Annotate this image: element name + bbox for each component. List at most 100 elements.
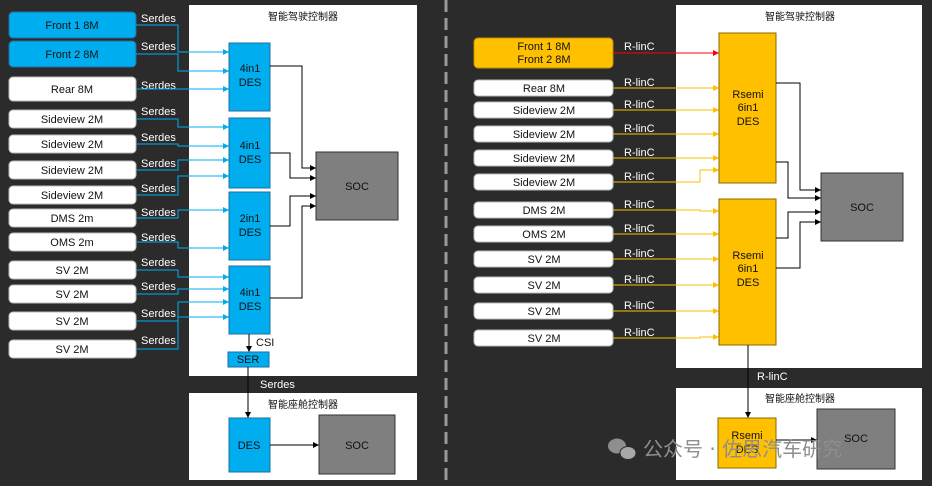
left-des-4-line1: 4in1 (240, 287, 261, 299)
right-front-camera-line2: Front 2 8M (517, 54, 570, 66)
left-des-3-line1: 2in1 (240, 213, 261, 225)
left-serdes-label: Serdes (141, 158, 176, 170)
left-serdes-link-12 (136, 299, 229, 322)
right-soc-label: SOC (850, 202, 874, 214)
left-cockpit-des[interactable] (228, 417, 271, 473)
right-cockpit-soc-label: SOC (844, 433, 868, 445)
left-camera-label: SV 2M (55, 316, 88, 328)
left-camera-label: SV 2M (55, 344, 88, 356)
right-rlinc-label: R-linC (624, 99, 655, 111)
left-cockpit-soc[interactable] (318, 414, 396, 475)
right-camera-label: DMS 2M (523, 205, 566, 217)
left-serdes-label: Serdes (141, 183, 176, 195)
left-camera-label: OMS 2m (50, 237, 93, 249)
right-rlinc-label: R-linC (624, 274, 655, 286)
right-cockpit-des[interactable] (717, 417, 777, 469)
left-cockpit-des-label: DES (238, 440, 261, 452)
watermark-text: 公众号 · 佐思汽车研究 (643, 437, 842, 461)
left-des3-to-soc (270, 193, 316, 227)
right-camera-label: SV 2M (527, 280, 560, 292)
right-cockpit-title: 智能座舱控制器 (765, 392, 835, 405)
left-camera-label: Rear 8M (51, 84, 93, 96)
wechat-icon (608, 438, 637, 460)
left-serdes-link-2 (136, 53, 229, 74)
left-serdes-link-10 (136, 269, 229, 280)
right-camera-label: Sideview 2M (513, 177, 575, 189)
left-des-3[interactable] (228, 191, 271, 261)
left-serdes-label: Serdes (141, 13, 176, 25)
left-des-2-line2: DES (239, 154, 262, 166)
left-des-1-line1: 4in1 (240, 63, 261, 75)
right-camera-label: SV 2M (527, 254, 560, 266)
right-rlinc-link-11 (613, 334, 719, 340)
left-serdes-link-11 (136, 286, 229, 295)
left-camera-label: Sideview 2M (41, 165, 103, 177)
left-serdes-link-9 (136, 241, 229, 251)
right-des2-conn-b (776, 219, 821, 269)
left-des4-to-soc (270, 203, 316, 299)
left-camera-label: SV 2M (55, 289, 88, 301)
right-des-1-line3: DES (737, 116, 760, 128)
left-serdes-label: Serdes (141, 232, 176, 244)
left-soc-label: SOC (345, 181, 369, 193)
right-camera-label: Sideview 2M (513, 153, 575, 165)
left-serdes-label: Serdes (141, 257, 176, 269)
left-csi-label: CSI (256, 337, 274, 349)
right-front-camera-line1: Front 1 8M (517, 41, 570, 53)
right-panel: 智能驾驶控制器 智能座舱控制器 Front 1 8M Front 2 8M R-… (473, 5, 922, 480)
left-serdes-link-5 (136, 143, 229, 149)
right-des-2[interactable] (718, 198, 777, 346)
left-des-2[interactable] (228, 117, 271, 189)
right-des-1[interactable] (718, 32, 777, 184)
right-cockpit-des-line1: Rsemi (731, 430, 762, 442)
right-cockpit-des-line2: DES (736, 444, 759, 456)
right-soc[interactable] (820, 172, 904, 242)
right-des-2-line3: DES (737, 277, 760, 289)
right-camera-label: Sideview 2M (513, 105, 575, 117)
left-camera-label: DMS 2m (51, 213, 94, 225)
left-serdes-link-8 (136, 207, 229, 219)
left-serdes-link-4 (136, 118, 229, 130)
right-des-2-line2: 6in1 (738, 263, 759, 275)
left-serdes-label: Serdes (141, 281, 176, 293)
watermark: 公众号 · 佐思汽车研究 (608, 437, 842, 461)
left-des-4[interactable] (228, 265, 271, 335)
right-camera-label: OMS 2M (522, 229, 565, 241)
left-serdes-label: Serdes (141, 106, 176, 118)
left-cockpit-soc-label: SOC (345, 440, 369, 452)
left-serdes-down-label: Serdes (260, 379, 295, 391)
left-camera-label: Sideview 2M (41, 190, 103, 202)
right-rlinc-links: R-linC R-linC R-linC R-linC R-linC R-linC R-li… (613, 77, 719, 340)
left-adas-title: 智能驾驶控制器 (268, 10, 338, 23)
right-des1-conn-a (776, 82, 821, 193)
right-rlinc-label: R-linC (624, 223, 655, 235)
left-serdes-link-1 (136, 24, 229, 55)
right-front-link-label: R-linC (624, 41, 655, 53)
right-rlinc-label: R-linC (624, 327, 655, 339)
left-serdes-label: Serdes (141, 207, 176, 219)
right-camera-label: Rear 8M (523, 83, 565, 95)
right-rlinc-label: R-linC (624, 123, 655, 135)
left-ser-label: SER (237, 354, 260, 366)
right-des1-conn-b (776, 161, 821, 201)
right-rlinc-label: R-linC (624, 77, 655, 89)
left-des1-to-soc (270, 65, 316, 171)
left-serdes-link-7 (136, 173, 229, 196)
right-rlinc-label: R-linC (624, 199, 655, 211)
right-camera-label: Sideview 2M (513, 129, 575, 141)
left-serdes-links: SerdesSerdesSerdesSerdesSerdesSerdesSerd… (136, 13, 229, 350)
right-rlinc-label: R-linC (624, 171, 655, 183)
right-cockpit-soc[interactable] (816, 408, 896, 470)
left-camera-label: Sideview 2M (41, 114, 103, 126)
left-des-1-line2: DES (239, 77, 262, 89)
left-soc[interactable] (315, 151, 399, 221)
right-rlinc-label: R-linC (624, 248, 655, 260)
left-serdes-link-6 (136, 157, 229, 171)
left-des-1[interactable] (228, 42, 271, 112)
left-des-4-line2: DES (239, 301, 262, 313)
left-serdes-label: Serdes (141, 41, 176, 53)
left-camera-label: Front 2 8M (45, 49, 98, 61)
left-serdes-label: Serdes (141, 132, 176, 144)
